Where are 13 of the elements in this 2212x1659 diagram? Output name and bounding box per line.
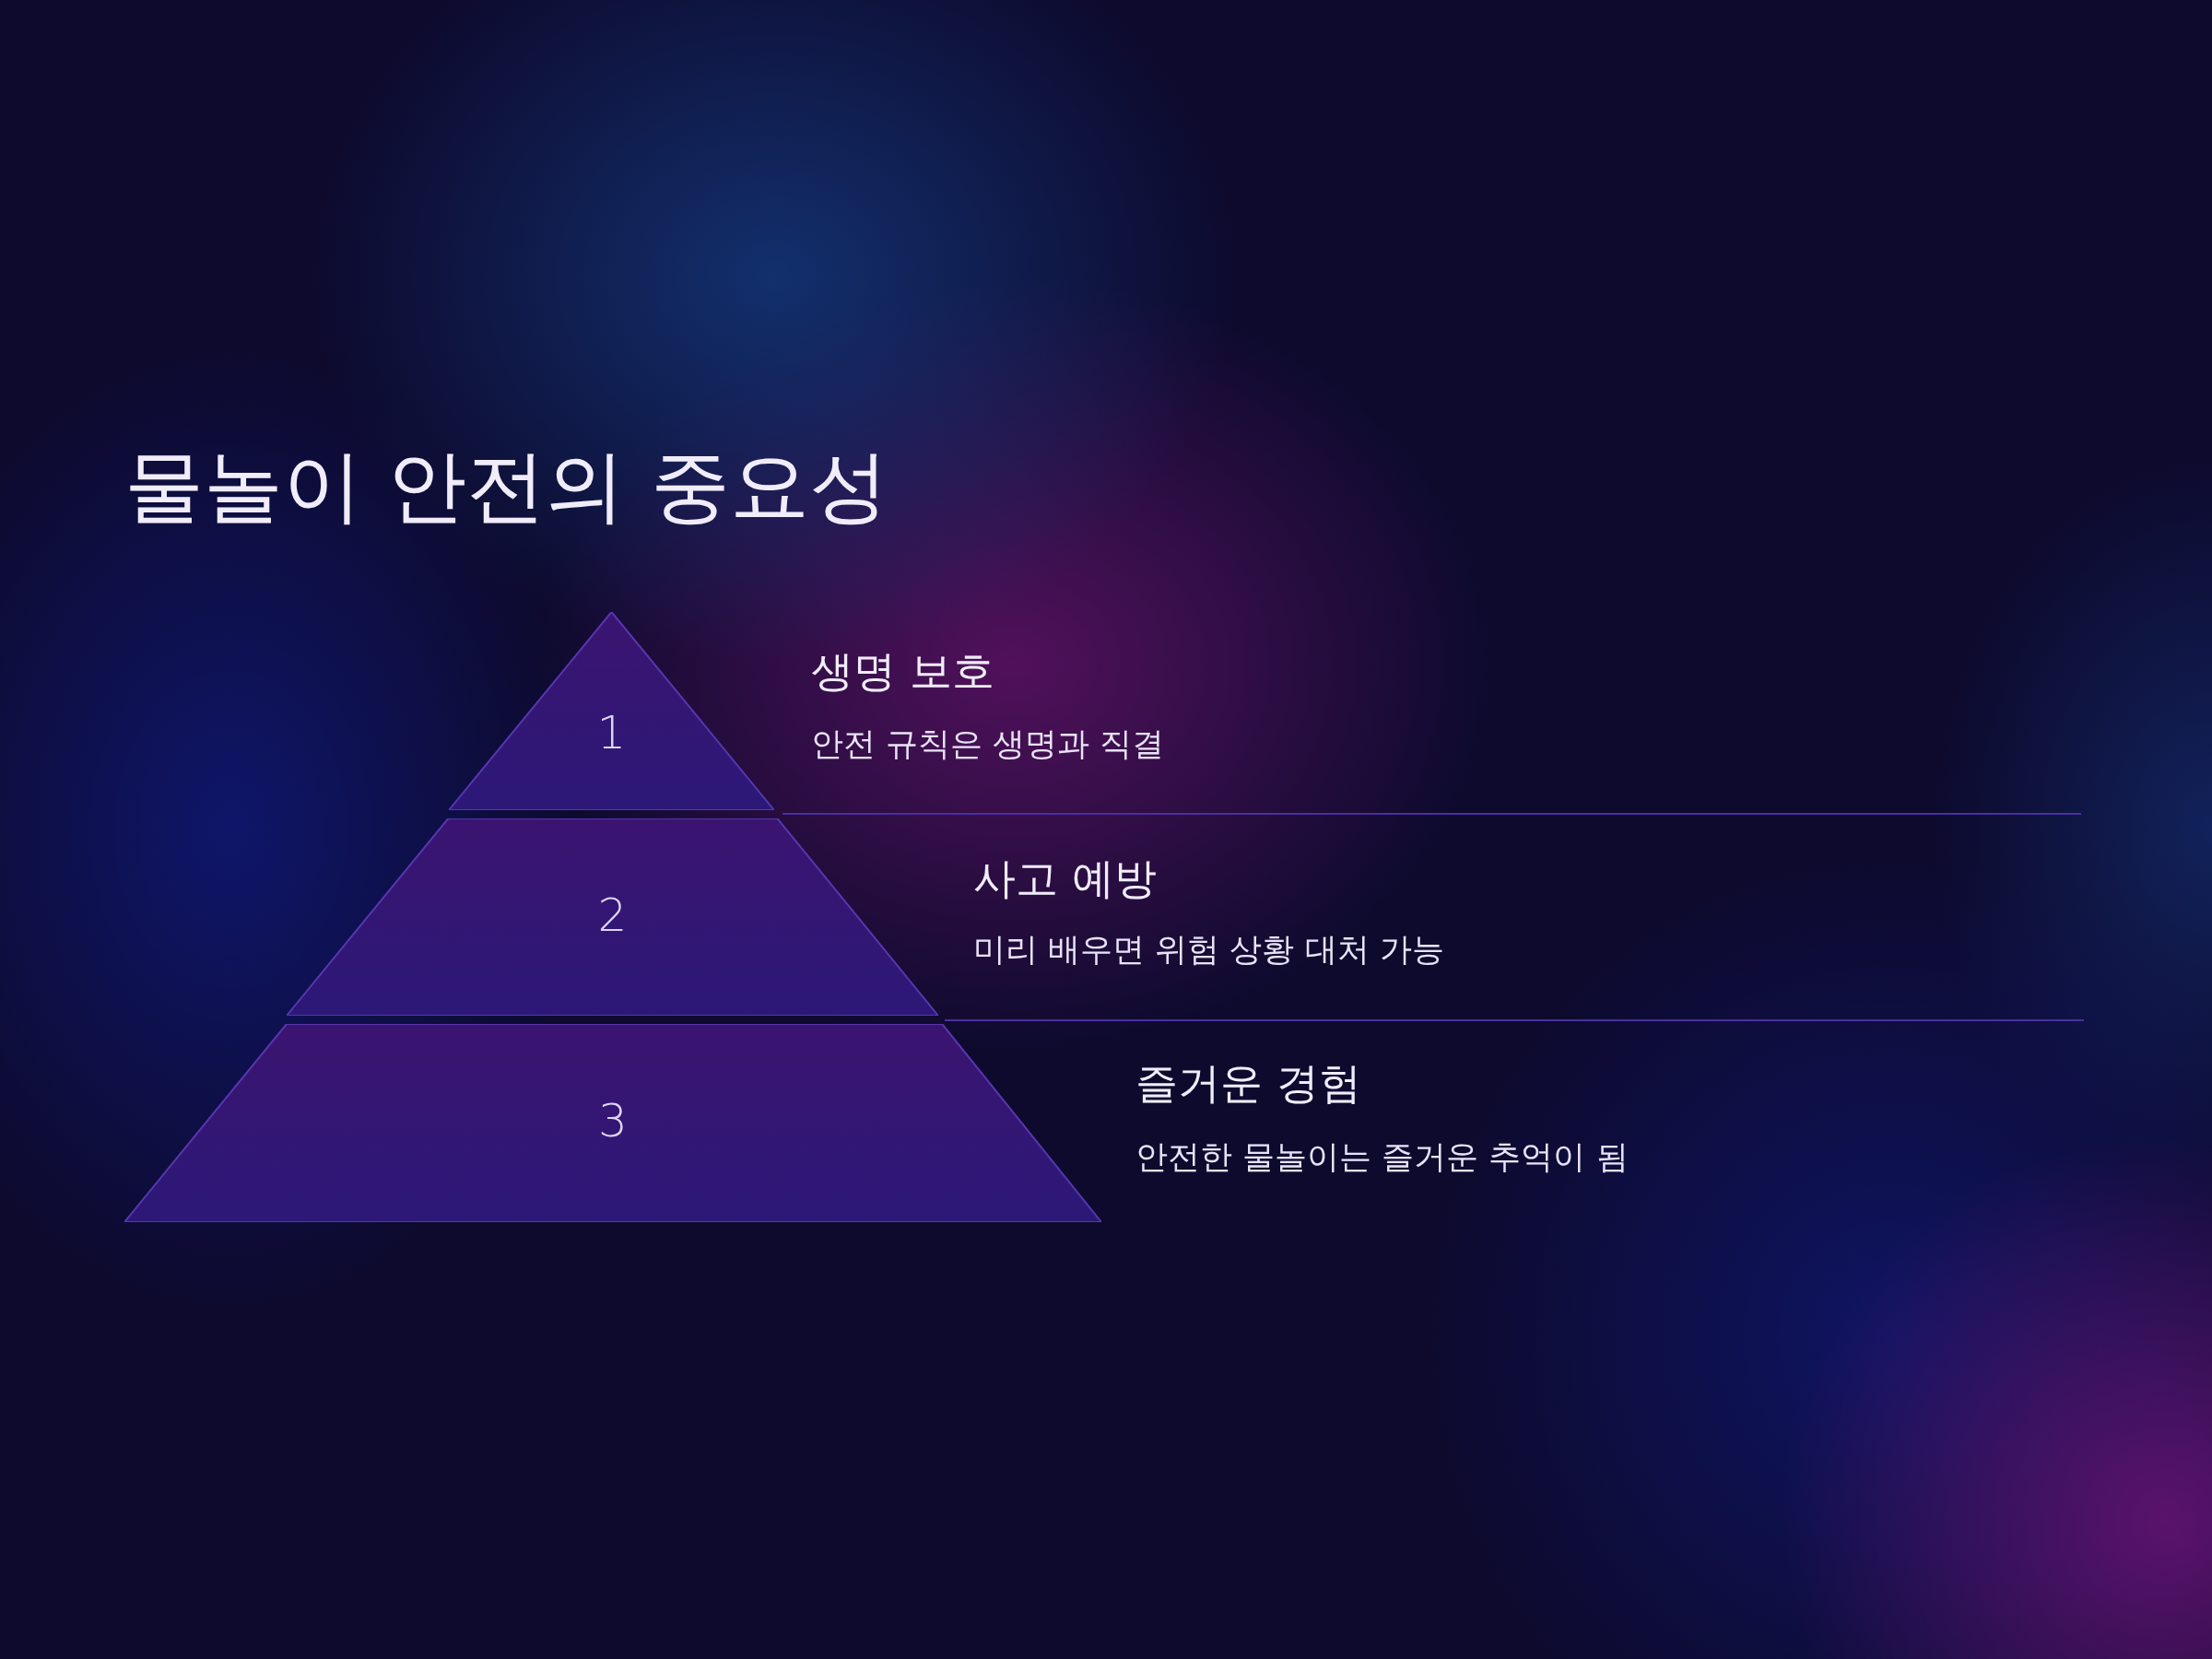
tier-number: 3 [597,1094,629,1148]
tier-description: 안전 규칙은 생명과 직결 [811,724,1165,764]
tier-number: 2 [596,888,629,942]
title: 물놀이 안전의 중요성 [124,438,888,534]
pyramid-tier [449,612,774,810]
tier-heading: 사고 예방 [973,853,1157,905]
tier-description: 안전한 물놀이는 즐거운 추억이 됨 [1135,1136,1629,1177]
tier-description: 미리 배우면 위험 상황 대처 가능 [973,929,1444,970]
tier-heading: 생명 보호 [811,645,994,698]
tier-number: 1 [595,706,628,760]
pyramid-tier [124,1024,1101,1222]
pyramid-tier [287,818,938,1016]
tier-heading: 즐거운 경험 [1135,1057,1361,1110]
